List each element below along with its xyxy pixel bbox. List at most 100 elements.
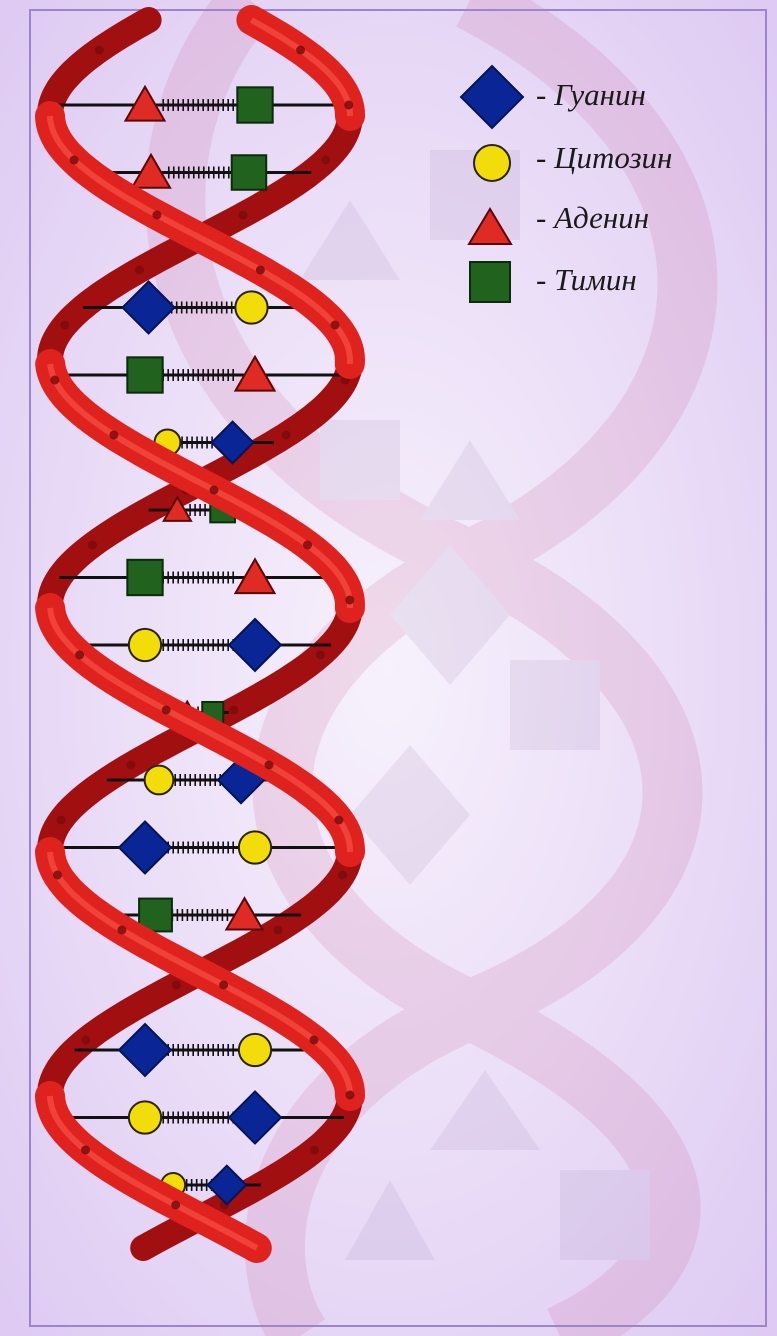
strand-a-highlight — [249, 17, 353, 117]
guanine-diamond-icon — [459, 64, 525, 130]
cytosine-base — [237, 1032, 273, 1068]
strand-a-bead — [117, 925, 127, 935]
frame-border — [29, 9, 767, 1327]
legend-label-guanine: - Гуанин — [536, 77, 646, 112]
thymine-base — [126, 558, 164, 597]
strand-a-bead — [50, 375, 60, 385]
legend-item-thymine: - Тимин — [469, 261, 637, 303]
adenine-triangle-icon — [467, 207, 513, 245]
strand-b-bead — [334, 815, 344, 825]
strand-a-bead — [126, 760, 136, 770]
strand-a-highlight — [47, 363, 354, 609]
strand-b-bead — [281, 430, 291, 440]
base-pair — [98, 896, 302, 933]
adenine-base — [233, 557, 277, 595]
strand-a-bead — [310, 1145, 319, 1155]
strand-a-bead — [345, 1090, 355, 1100]
adenine-base — [162, 495, 193, 522]
legend-label-adenine: - Аденин — [536, 200, 649, 235]
cytosine-base — [127, 1100, 163, 1135]
strand-b-highlight — [47, 1095, 259, 1251]
cytosine-base — [237, 830, 273, 865]
guanine-base — [121, 280, 176, 335]
cytosine-circle-icon — [473, 144, 511, 182]
base-pair — [56, 1090, 344, 1145]
base-pair — [51, 84, 349, 124]
strand-b-bead — [161, 705, 171, 715]
strand-a-bead — [344, 100, 354, 110]
strand-b-bead — [338, 870, 347, 880]
strand-a-bead — [135, 265, 145, 275]
strand-a-bead — [309, 1035, 319, 1045]
strand-b-bead — [273, 925, 283, 935]
base-pair — [138, 1164, 262, 1206]
adenine-base — [130, 152, 172, 189]
strand-a-front-segment — [35, 837, 365, 1111]
strand-a-bead — [53, 870, 62, 880]
strand-b-bead — [75, 650, 85, 660]
guanine-base — [117, 820, 173, 875]
base-pair — [126, 420, 274, 465]
guanine-base — [117, 1022, 173, 1078]
cytosine-base — [234, 290, 269, 325]
adenine-base — [233, 354, 277, 392]
strand-b-bead — [264, 760, 274, 770]
strand-a-bead — [56, 815, 66, 825]
strand-a-bead — [345, 595, 355, 605]
strand-a-bead — [315, 650, 325, 660]
legend: - Гуанин - Цитозин - Аденин - Тимин — [459, 64, 672, 303]
strand-b-bead — [171, 1200, 181, 1210]
strand-b-back-segment — [37, 7, 162, 129]
strand-a-bead — [60, 320, 70, 330]
strand-b-bead — [88, 540, 97, 550]
strand-b-highlight — [47, 607, 353, 853]
strand-b-bead — [81, 1145, 90, 1155]
guanine-base — [210, 420, 255, 465]
dna-strand-front — [35, 5, 366, 1263]
base-pair — [59, 557, 341, 597]
strand-b-bead — [69, 155, 79, 165]
strand-a-bead — [296, 45, 306, 55]
base-pair — [50, 820, 350, 875]
guanine-base — [227, 617, 283, 673]
base-pair — [82, 280, 318, 335]
strand-a-bead — [109, 430, 119, 440]
strand-b-front-segment — [35, 1081, 272, 1263]
legend-item-cytosine: - Цитозин — [473, 140, 672, 182]
strand-b-bead — [330, 320, 340, 330]
guanine-base — [206, 1164, 248, 1206]
strand-a-bead — [209, 485, 219, 495]
strand-a-bead — [229, 705, 239, 715]
base-pair — [52, 354, 348, 394]
legend-label-thymine: - Тимин — [536, 262, 637, 297]
thymine-base — [126, 356, 164, 394]
strand-b-bead — [255, 265, 265, 275]
strand-a-front-segment — [236, 5, 365, 131]
legend-label-cytosine: - Цитозин — [536, 140, 672, 175]
legend-item-guanine: - Гуанин — [459, 64, 646, 130]
strand-a-front-segment — [35, 349, 366, 623]
strand-b-front-segment — [35, 593, 365, 867]
strand-b-bead — [171, 980, 181, 990]
adenine-base — [123, 84, 167, 122]
adenine-base — [224, 896, 265, 931]
legend-item-adenine: - Аденин — [467, 200, 649, 245]
strand-a-bead — [219, 980, 229, 990]
base-pair — [69, 617, 331, 673]
thymine-square-icon — [469, 261, 511, 303]
base-pair — [88, 152, 312, 191]
cytosine-base — [127, 627, 163, 663]
strand-a-highlight — [47, 851, 353, 1097]
guanine-base — [227, 1090, 283, 1145]
cytosine-base — [143, 764, 175, 796]
strand-b-bead — [152, 210, 162, 220]
base-pair — [74, 1022, 326, 1078]
thymine-base — [138, 897, 173, 933]
strand-a-bead — [303, 540, 312, 550]
thymine-base — [230, 154, 268, 191]
strand-a-bead — [238, 210, 248, 220]
strand-b-bead — [94, 45, 104, 55]
strand-b-bead — [81, 1035, 91, 1045]
strand-a-bead — [321, 155, 331, 165]
